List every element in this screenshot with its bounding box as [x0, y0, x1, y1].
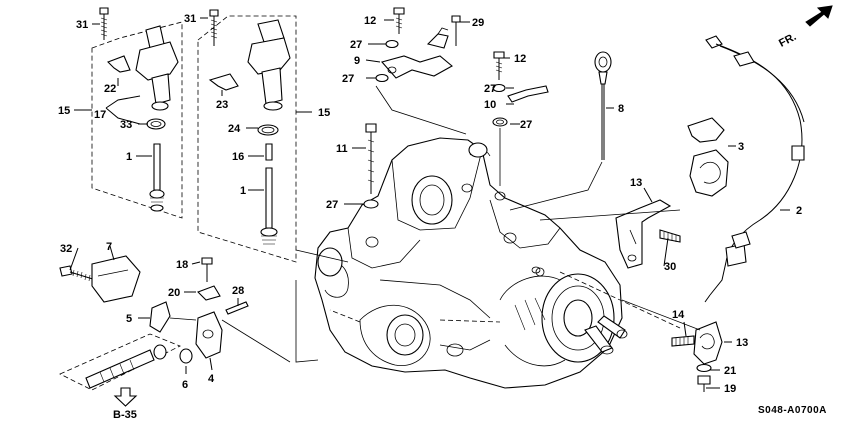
callout-8: 8 — [618, 103, 624, 115]
diagram-code: S048-A0700A — [758, 405, 827, 416]
leader-lines — [69, 17, 790, 389]
callout-labels: 31 22 15 17 33 1 31 23 24 16 1 15 12 29 … — [58, 13, 802, 395]
callout-33: 33 — [120, 119, 132, 131]
breather-bracket — [375, 7, 461, 83]
callout-12: 12 — [514, 53, 526, 65]
callout-19: 17 — [94, 109, 106, 121]
callout-25: 23 — [216, 99, 228, 111]
callout-6: 6 — [182, 379, 188, 391]
callout-27: 27 — [484, 83, 496, 95]
callout-27: 27 — [350, 39, 362, 51]
callout-20: 18 — [176, 259, 188, 271]
callout-27: 27 — [326, 199, 338, 211]
callout-11: 11 — [336, 143, 348, 155]
callout-22: 20 — [168, 287, 180, 299]
callout-30: 30 — [664, 261, 676, 273]
callout-5: 5 — [126, 313, 132, 325]
front-direction-arrow: FR. — [777, 5, 833, 50]
callout-2: 2 — [796, 205, 802, 217]
callout-15: 13 — [630, 177, 642, 189]
callout-7: 7 — [106, 241, 112, 253]
callout-14: 14 — [672, 309, 685, 321]
direction-label: FR. — [777, 31, 798, 50]
dipstick — [594, 51, 612, 160]
callout-27: 27 — [520, 119, 532, 131]
callout-23: 21 — [724, 365, 736, 377]
bolt-11 — [363, 123, 379, 209]
callout-16: 15 — [58, 105, 70, 117]
callout-26: 24 — [228, 123, 241, 135]
shift-cable-bracket — [615, 199, 681, 269]
callout-1: 1 — [126, 151, 132, 163]
speed-sensor-assembly-box-right — [197, 15, 297, 263]
callout-28: 28 — [232, 285, 244, 297]
callout-31: 31 — [76, 19, 88, 31]
callout-32: 32 — [60, 243, 72, 255]
reference-arrow: B-35 — [113, 387, 138, 421]
transmission-housing — [314, 137, 628, 389]
cable-bracket — [687, 117, 729, 197]
callout-4: 4 — [208, 373, 215, 385]
callout-1: 1 — [240, 185, 246, 197]
callout-13: 13 — [736, 337, 748, 349]
speed-sensor-left — [99, 7, 179, 212]
callout-9: 9 — [354, 55, 360, 67]
control-lever — [671, 321, 723, 392]
shift-cable — [704, 35, 805, 303]
callout-10: 10 — [484, 99, 496, 111]
callout-21: 19 — [724, 383, 736, 395]
reference-label: B-35 — [113, 409, 137, 421]
callout-24: 22 — [104, 83, 116, 95]
speed-sensor-assembly-box-left — [91, 21, 183, 219]
callout-12: 12 — [364, 15, 376, 27]
callout-18: 16 — [232, 151, 244, 163]
callout-27: 27 — [342, 73, 354, 85]
callout-17: 15 — [318, 107, 330, 119]
callout-31: 31 — [184, 13, 196, 25]
lower-left-parts — [59, 255, 249, 391]
callout-29: 29 — [472, 17, 484, 29]
callout-3: 3 — [738, 141, 744, 153]
speed-sensor-right — [208, 9, 291, 245]
